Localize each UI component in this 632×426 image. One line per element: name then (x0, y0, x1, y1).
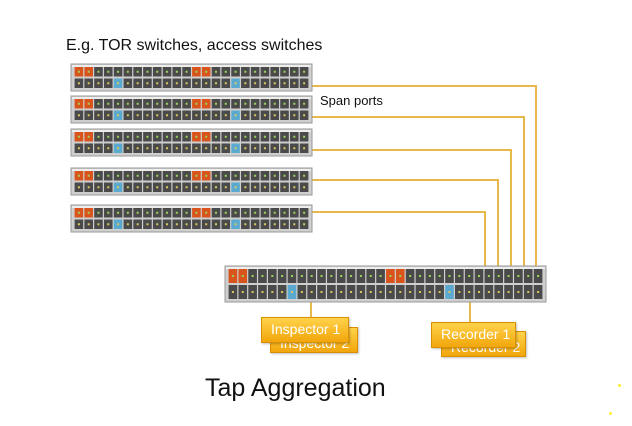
span-ports-caption: Span ports (320, 93, 383, 108)
decor-dot (609, 412, 612, 415)
decor-dot (618, 384, 621, 387)
inspector-1-box: Inspector 1 (261, 317, 349, 343)
span-link (312, 85, 537, 276)
span-link (312, 179, 499, 276)
span-link (312, 116, 525, 276)
span-link (312, 211, 486, 276)
span-link (312, 149, 512, 276)
access-switches-caption: E.g. TOR switches, access switches (66, 37, 323, 54)
diagram-title: Tap Aggregation (205, 374, 386, 402)
recorder-1-box: Recorder 1 (431, 322, 516, 348)
